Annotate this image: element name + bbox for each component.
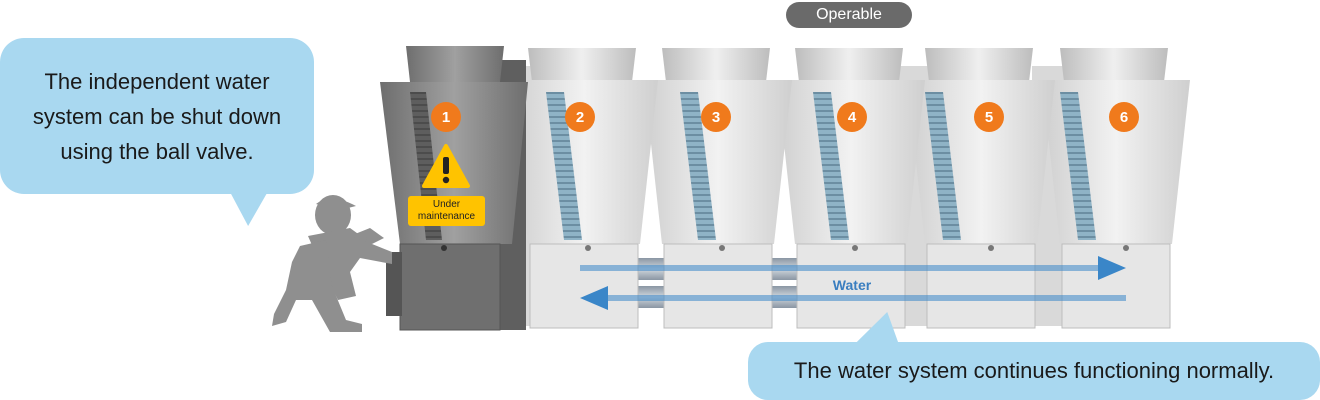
svg-text:5: 5: [985, 109, 993, 126]
unit-number-marker: 4: [837, 102, 867, 132]
operable-status-badge: Operable: [786, 2, 912, 28]
warning-triangle-icon: [422, 144, 470, 188]
svg-text:3: 3: [712, 109, 720, 126]
callout-line: using the ball valve.: [60, 139, 254, 164]
unit-3: [644, 48, 792, 329]
maintenance-line: Under: [432, 199, 461, 210]
water-flow-left-arrow: [580, 286, 1126, 310]
unit-number-marker: 6: [1109, 102, 1139, 132]
water-flow-right-arrow: [580, 256, 1126, 280]
unit-6: [1032, 48, 1190, 329]
water-label: Water: [833, 277, 872, 293]
shutdown-callout: The independent water system can be shut…: [0, 38, 314, 194]
svg-text:2: 2: [576, 109, 584, 126]
continues-callout: The water system continues functioning n…: [748, 342, 1320, 400]
unit-number-marker: 3: [701, 102, 731, 132]
unit-number-marker: 1: [431, 102, 461, 132]
maintenance-line: maintenance: [417, 211, 476, 222]
callout-line: The independent water: [44, 69, 270, 94]
svg-text:6: 6: [1120, 109, 1128, 126]
callout-line: system can be shut down: [32, 104, 282, 129]
svg-text:4: 4: [848, 109, 857, 126]
maintenance-label: Under maintenance: [408, 196, 485, 226]
unit-number-marker: 2: [565, 102, 595, 132]
unit-2: [500, 48, 658, 329]
unit-4: [777, 48, 925, 329]
svg-text:1: 1: [442, 109, 450, 126]
unit-number-marker: 5: [974, 102, 1004, 132]
technician-silhouette-icon: [272, 195, 392, 332]
